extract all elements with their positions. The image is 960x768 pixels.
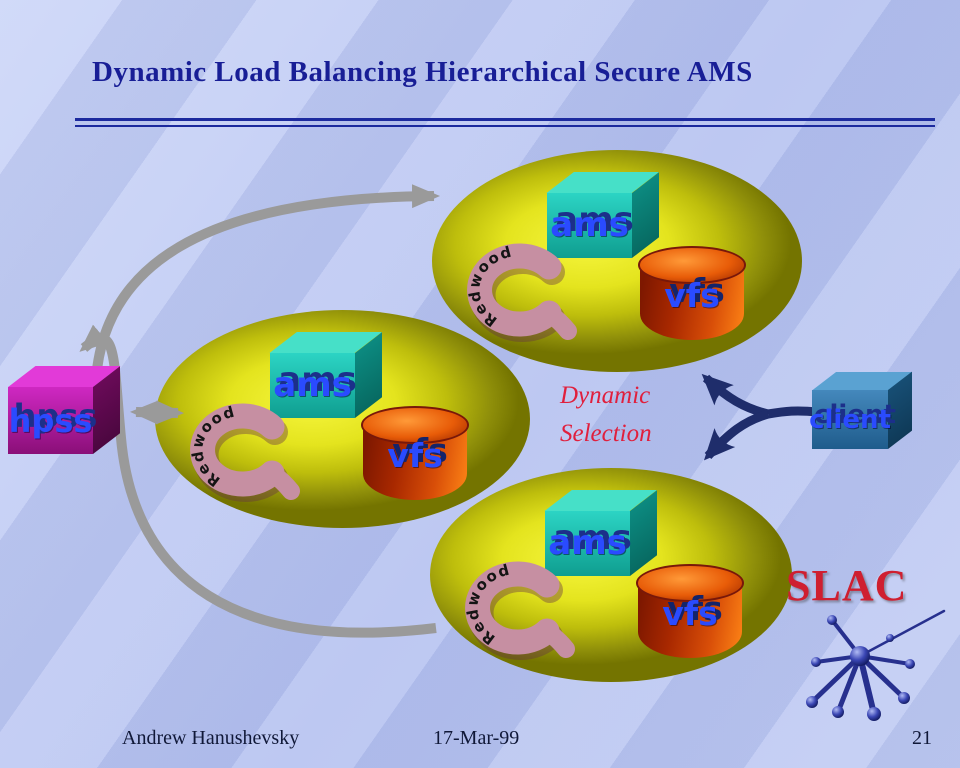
cylinder-top: [361, 406, 469, 444]
ams-label: ams: [550, 205, 629, 246]
client-node: client: [809, 372, 913, 449]
server-cluster-top: ams Redwood vfs: [432, 150, 802, 372]
vfs-label: vfs: [387, 436, 443, 476]
cylinder-top: [638, 246, 746, 284]
vfs-cylinder: vfs: [361, 406, 469, 500]
page-title: Dynamic Load Balancing Hierarchical Secu…: [92, 56, 753, 88]
server-cluster-bottom: ams Redwood vfs: [430, 468, 792, 682]
cube-front-face: client: [809, 390, 891, 449]
client-label: client: [809, 404, 891, 435]
footer-date: 17-Mar-99: [433, 727, 520, 749]
dynamic-selection-annotation: Dynamic Selection: [560, 382, 720, 448]
cube-front-face: ams: [270, 352, 356, 418]
server-cluster-middle: ams Redwood vfs: [155, 310, 530, 528]
slac-logo-text: SLAC: [786, 561, 908, 610]
hpss-node: hpss: [8, 366, 121, 454]
vfs-cylinder: vfs: [636, 564, 744, 658]
redwood-ribbon: Redwood: [188, 402, 300, 502]
ams-label: ams: [548, 523, 627, 564]
hpss-label: hpss: [8, 401, 93, 440]
vfs-label: vfs: [664, 276, 720, 316]
slac-starburst-icon: [806, 609, 946, 721]
ams-cube: ams: [547, 172, 659, 258]
ams-cube: ams: [545, 490, 657, 576]
ams-cube: ams: [270, 332, 382, 418]
ams-label: ams: [273, 365, 352, 406]
redwood-ribbon: Redwood: [465, 242, 577, 342]
cylinder-top: [636, 564, 744, 602]
annotation-line1: Dynamic: [560, 382, 651, 409]
footer-page-number: 21: [912, 727, 932, 749]
cube-front-face: ams: [545, 510, 631, 576]
cube-front-face: hpss: [8, 387, 94, 454]
cube-front-face: ams: [547, 192, 633, 258]
footer-author: Andrew Hanushevsky: [122, 727, 300, 749]
annotation-line2: Selection: [560, 420, 652, 447]
vfs-cylinder: vfs: [638, 246, 746, 340]
redwood-ribbon: Redwood: [463, 560, 575, 660]
title-underline: [75, 118, 935, 127]
vfs-label: vfs: [662, 594, 718, 634]
